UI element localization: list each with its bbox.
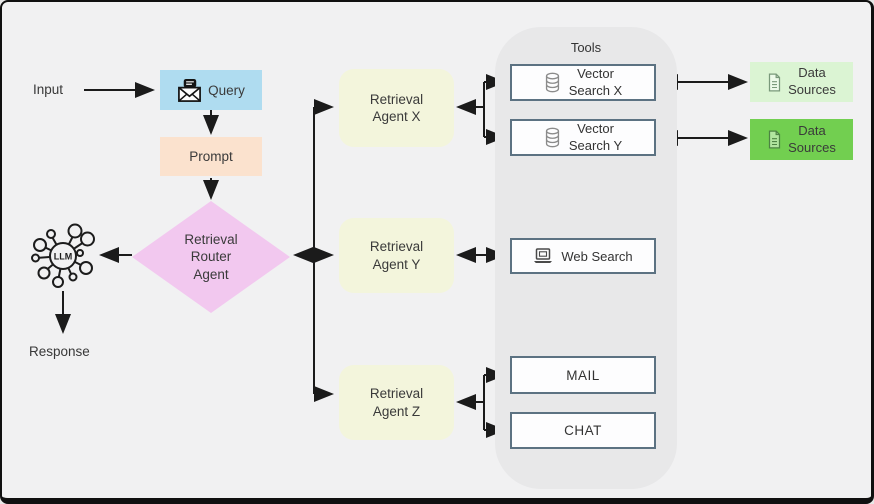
query-node: Query — [160, 70, 262, 110]
web-search-node: Web Search — [510, 238, 656, 274]
router-label-line: Router — [190, 249, 232, 265]
document-icon — [767, 73, 782, 92]
mail-message-icon — [177, 78, 202, 103]
response-label: Response — [29, 344, 90, 359]
mail-label: MAIL — [566, 367, 600, 383]
router-label-line: Retrieval — [184, 232, 238, 248]
agent-z-label-line: Retrieval — [369, 386, 424, 402]
document-icon — [767, 130, 782, 149]
query-label: Query — [208, 82, 245, 98]
vector-search-x-label-line: Vector — [577, 65, 614, 81]
data-sources-label-line: Sources — [788, 82, 836, 97]
web-search-label: Web Search — [561, 248, 633, 264]
agent-y-label-line: Agent Y — [372, 256, 421, 272]
agent-x-label-line: Agent X — [372, 109, 421, 124]
llm-network-icon: LLM — [31, 223, 95, 294]
retrieval-agent-y-node: Retrieval Agent Y — [339, 218, 454, 293]
chat-label: CHAT — [564, 423, 602, 438]
database-icon — [544, 72, 561, 93]
data-sources-label-line: Data — [798, 122, 826, 138]
prompt-node: Prompt — [160, 137, 262, 176]
tools-panel-title: Tools — [570, 40, 602, 55]
vector-search-x-node: Vector Search X — [510, 64, 656, 101]
retrieval-agent-x-node: Retrieval Agent X — [339, 69, 454, 147]
laptop-icon — [533, 248, 553, 264]
database-icon — [544, 127, 561, 148]
llm-label: LLM — [54, 252, 73, 262]
input-label: Input — [33, 82, 64, 97]
mail-node: MAIL — [510, 356, 656, 394]
agent-z-label-line: Agent Z — [372, 403, 421, 419]
data-sources-label-line: Sources — [788, 139, 836, 155]
agent-x-label-line: Retrieval — [369, 91, 424, 107]
agent-y-label-line: Retrieval — [369, 239, 424, 255]
data-sources-y-node: Data Sources — [750, 119, 853, 160]
data-sources-label-line: Data — [798, 65, 826, 81]
chat-node: CHAT — [510, 412, 656, 449]
vector-search-y-label-line: Vector — [577, 120, 614, 136]
retrieval-router-agent-node: Retrieval Router Agent — [132, 201, 290, 313]
vector-search-x-label-line: Search X — [568, 82, 623, 98]
vector-search-y-node: Vector Search Y — [510, 119, 656, 156]
retrieval-agent-z-node: Retrieval Agent Z — [339, 365, 454, 440]
vector-search-y-label-line: Search Y — [568, 137, 623, 153]
data-sources-x-node: Data Sources — [750, 62, 853, 102]
router-label-line: Agent — [193, 266, 229, 282]
prompt-label: Prompt — [189, 149, 233, 164]
